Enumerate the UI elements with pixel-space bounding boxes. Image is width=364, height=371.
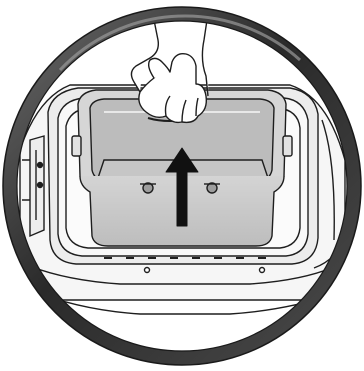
- appliance-scene: [0, 0, 364, 371]
- bread-pan-removal-illustration: [0, 0, 364, 371]
